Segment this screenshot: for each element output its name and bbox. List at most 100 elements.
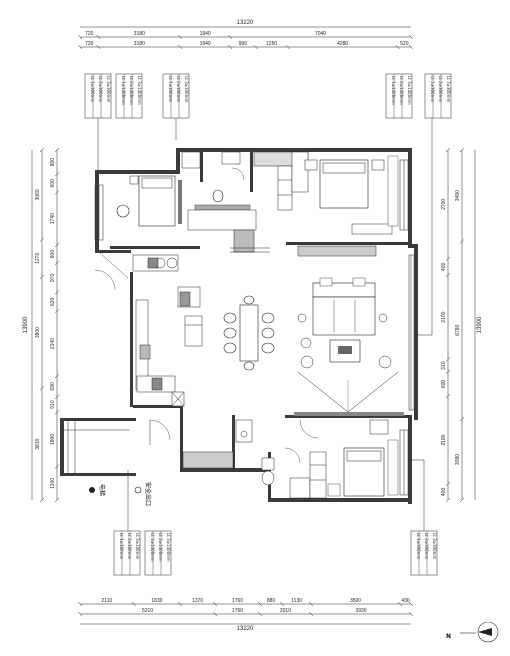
right-dimension-segment: 310 <box>441 361 447 370</box>
left-dimension-segment: 800 <box>50 158 56 167</box>
bottom-dimension-segment: 2010 <box>280 608 291 614</box>
top-dimension-segment: 1940 <box>200 31 211 37</box>
svg-text:Lt 3≥300mm: Lt 3≥300mm <box>446 76 451 102</box>
walls <box>60 148 418 504</box>
svg-text:Lt 3≥100mm: Lt 3≥100mm <box>135 533 140 559</box>
bottom-dimension-segment: 3930 <box>355 608 366 614</box>
left-dimension-segment: 690 <box>50 382 56 391</box>
top-dimension-segment: 520 <box>400 41 409 47</box>
elevator-label: 电梯 <box>98 484 106 496</box>
left-dimension-segment: 3060 <box>35 189 41 200</box>
svg-text:Lt 1≥1400mm: Lt 1≥1400mm <box>391 76 396 105</box>
left-dimension-segment: 1270 <box>35 253 41 264</box>
right-dimension-segment: 3090 <box>455 454 461 465</box>
dining-table <box>239 304 259 362</box>
master-bedroom <box>297 155 399 257</box>
top-dimension-segment: 7040 <box>315 31 326 37</box>
right-dimension-segment: 3490 <box>455 190 461 201</box>
bedroom-2 <box>327 439 399 497</box>
bottom-dimension-segment: 1760 <box>232 608 243 614</box>
kitchen <box>132 254 203 407</box>
note-box-top-left-2: Lt 1≥1400mm Lt 2≥1400mm Lt 3≥1400mm <box>115 73 143 119</box>
right-dimension-segment: 600 <box>441 380 447 389</box>
bottom-dimension-segment: 1760 <box>232 598 243 604</box>
master-wardrobe <box>297 245 377 257</box>
svg-text:Lt 2≥1400mm: Lt 2≥1400mm <box>129 76 134 105</box>
svg-text:Lt 1≥1400mm: Lt 1≥1400mm <box>121 76 126 105</box>
top-dimension-segment: 1940 <box>200 41 211 47</box>
svg-text:Lt 3≥1400mm: Lt 3≥1400mm <box>137 76 142 105</box>
note-box-top-right-2: Lt 1≥300mm Lt 2≥300mm Lt 3≥300mm <box>424 73 452 119</box>
bottom-dimension-segment: 3500 <box>350 598 361 604</box>
chair-1 <box>116 204 130 218</box>
note-box-top-mid: Lt 1≥100mm Lt 2≥100mm Lt 3≥100mm <box>162 73 190 119</box>
bottom-dimension-segment: 1830 <box>151 598 162 604</box>
top-dimension-segment: 1250 <box>266 41 277 47</box>
right-dimension-segment: 2700 <box>441 199 447 210</box>
left-dimension-segment: 1800 <box>50 434 56 445</box>
right-total-dimension: 13900 <box>477 316 483 333</box>
bottom-dimension-segment: 5310 <box>142 608 153 614</box>
lower-bathroom <box>182 419 389 499</box>
svg-text:Lt 3≥300mm: Lt 3≥300mm <box>432 533 437 559</box>
svg-text:Lt 2≥100mm: Lt 2≥100mm <box>127 533 132 559</box>
right-dimension-segment: 2100 <box>441 311 447 322</box>
svg-text:Lt 3≥300mm: Lt 3≥300mm <box>106 76 111 102</box>
svg-text:Lt 3≥100mm: Lt 3≥100mm <box>184 76 189 102</box>
bottom-dimension-segment: 880 <box>267 598 276 604</box>
bathroom-upper <box>181 151 257 231</box>
top-total-dimension: 13220 <box>237 20 254 26</box>
top-dimension-segment: 3180 <box>134 41 145 47</box>
left-dimension-chain <box>31 147 60 503</box>
left-dimension-segment: 1740 <box>50 213 56 224</box>
top-dimension-segment: 4280 <box>337 41 348 47</box>
left-dimension-segment: 2140 <box>50 338 56 349</box>
bottom-dimension-segment: 1130 <box>291 598 302 604</box>
left-dimension-segment: 3800 <box>35 327 41 338</box>
note-box-top-left: Lt 1≥300mm Lt 2≥300mm Lt 3≥300mm <box>84 73 112 119</box>
svg-text:Lt 1≥300mm: Lt 1≥300mm <box>416 533 421 559</box>
left-dimension-segment: 620 <box>50 297 56 306</box>
left-dimension-segment: 970 <box>50 273 56 282</box>
bottom-dimension-chain <box>77 601 414 625</box>
svg-text:Lt 2≥300mm: Lt 2≥300mm <box>98 76 103 102</box>
svg-text:Lt 3≥1400mm: Lt 3≥1400mm <box>166 533 171 562</box>
svg-text:Lt 1≥1400mm: Lt 1≥1400mm <box>150 533 155 562</box>
balcony <box>64 252 171 473</box>
left-total-dimension: 13900 <box>23 316 29 333</box>
left-dimension-segment: 1100 <box>50 478 56 489</box>
corridor-cabinets <box>230 151 309 253</box>
top-dimension-segment: 3180 <box>134 31 145 37</box>
compass: N <box>446 621 499 643</box>
svg-text:Lt 1≥300mm: Lt 1≥300mm <box>430 76 435 102</box>
top-dimension-segment: 720 <box>85 41 94 47</box>
toilet-lower <box>261 470 275 486</box>
dining-area <box>223 295 275 371</box>
left-dimension-segment: 600 <box>50 250 56 259</box>
safe-exit-marker <box>134 486 142 494</box>
bedroom-1 <box>116 175 182 227</box>
bottom-dimension-segment: 2110 <box>101 598 112 604</box>
svg-text:Lt 2≥300mm: Lt 2≥300mm <box>424 533 429 559</box>
elevator-marker <box>89 487 95 493</box>
svg-text:Lt 2≥1400mm: Lt 2≥1400mm <box>158 533 163 562</box>
right-dimension-segment: 400 <box>441 488 447 497</box>
right-dimension-segment: 6780 <box>455 324 461 335</box>
right-dimension-chain <box>445 147 476 503</box>
note-box-bottom-left-2: Lt 1≥1400mm Lt 2≥1400mm Lt 3≥1400mm <box>144 530 172 576</box>
windows <box>94 159 415 496</box>
bottom-dimension-segment: 1370 <box>192 598 203 604</box>
toilet-upper <box>212 189 224 203</box>
left-dimension-segment: 3810 <box>35 438 41 449</box>
left-dimension-segment: 600 <box>50 179 56 188</box>
note-box-bottom-left: Lt 1≥100mm Lt 2≥100mm Lt 3≥100mm <box>113 530 141 576</box>
svg-text:Lt 1≥100mm: Lt 1≥100mm <box>168 76 173 102</box>
top-dimension-segment: 990 <box>239 41 248 47</box>
right-dimension-segment: 400 <box>441 262 447 271</box>
bottom-dimension-segment: 430 <box>401 598 410 604</box>
wardrobe-1 <box>178 180 182 224</box>
living-room <box>294 277 404 416</box>
left-dimension-segment: 510 <box>50 400 56 409</box>
sofa <box>312 296 376 336</box>
